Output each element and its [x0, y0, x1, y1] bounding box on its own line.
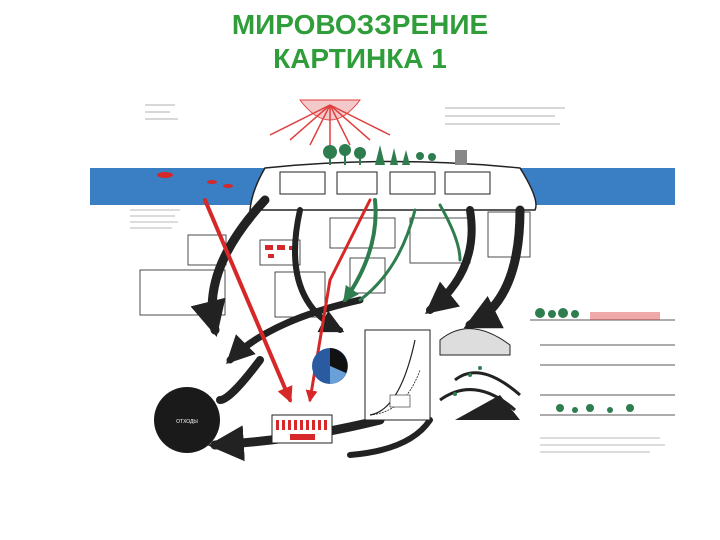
page-title: МИРОВОЗЗРЕНИЕ [231, 9, 489, 40]
fish-icon [157, 172, 173, 178]
flow-arrows-red [203, 198, 372, 403]
sun-rays [269, 99, 391, 148]
ocean-right [520, 168, 675, 205]
top-annotations [145, 104, 565, 125]
flow-arrows-dark [190, 195, 525, 462]
fish-icon [223, 184, 233, 188]
factory-icon [455, 150, 467, 165]
pie-chart [312, 348, 348, 384]
page-subtitle: КАРТИНКА 1 [273, 43, 447, 74]
land-boxes [279, 171, 491, 195]
circle-label: ОТХОДЫ [176, 419, 198, 425]
trees [323, 144, 436, 165]
bottom-notes [540, 437, 665, 453]
fish-icon [207, 180, 217, 184]
bottom-industry [271, 414, 333, 444]
waste-circle [154, 387, 220, 453]
slopes [439, 328, 521, 420]
flow-arrows-green [343, 198, 462, 303]
ecosystem-strips [530, 308, 675, 416]
growth-graph [364, 329, 431, 421]
ocean-left [90, 168, 265, 205]
center-boxes [259, 211, 531, 318]
